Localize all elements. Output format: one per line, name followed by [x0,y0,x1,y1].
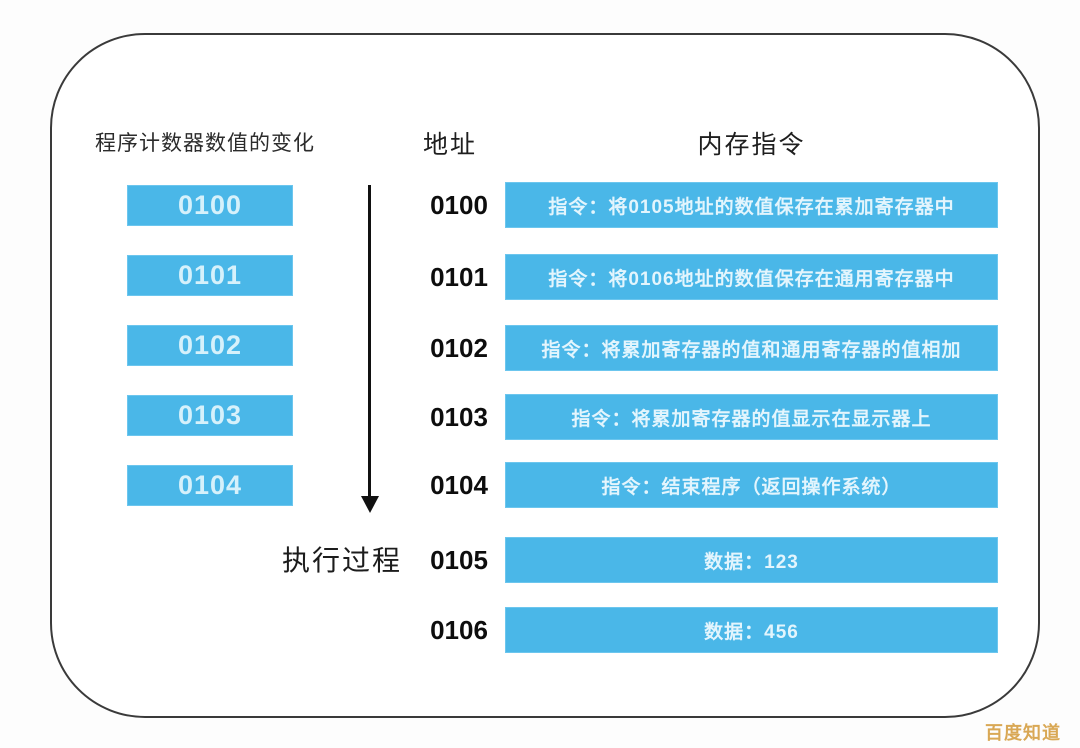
program-counter-title: 程序计数器数值的变化 [95,132,315,155]
program-counter-box: 0101 [127,255,293,296]
memory-row: 0102 指令：将累加寄存器的值和通用寄存器的值相加 [413,325,998,371]
memory-cell: 指令：将0106地址的数值保存在通用寄存器中 [505,254,998,300]
memory-cell-text: 数据：456 [704,621,799,643]
program-counter-box: 0104 [127,465,293,506]
memory-cell: 数据：456 [505,607,998,653]
program-counter-value: 0103 [177,400,243,430]
program-counter-box: 0103 [127,395,293,436]
memory-cell: 数据：123 [505,537,998,583]
address-column-header: 地址 [423,131,478,159]
arrow-head-icon [361,496,379,513]
program-counter-value: 0104 [177,470,243,500]
program-counter-box: 0100 [127,185,293,226]
memory-cell: 指令：将累加寄存器的值显示在显示器上 [505,394,998,440]
arrow-line [368,185,371,498]
memory-address-label: 0106 [430,614,488,645]
memory-cell: 指令：将累加寄存器的值和通用寄存器的值相加 [505,325,998,371]
program-counter-value: 0100 [177,190,243,220]
memory-row: 0100 指令：将0105地址的数值保存在累加寄存器中 [413,182,998,228]
memory-row: 0104 指令：结束程序（返回操作系统） [413,462,998,508]
program-counter-value: 0102 [177,330,243,360]
memory-cell-text: 指令：将累加寄存器的值和通用寄存器的值相加 [541,339,962,361]
memory-cell: 指令：结束程序（返回操作系统） [505,462,998,508]
memory-cell-text: 指令：将0106地址的数值保存在通用寄存器中 [548,268,955,290]
baidu-zhidao-watermark: 百度知道 [985,723,1061,743]
memory-cell-text: 指令：将0105地址的数值保存在累加寄存器中 [548,196,955,218]
memory-address-label: 0105 [430,544,488,575]
memory-row: 0106 数据：456 [413,607,998,653]
memory-address-label: 0100 [430,189,488,220]
memory-row: 0101 指令：将0106地址的数值保存在通用寄存器中 [413,254,998,300]
memory-row: 0105 数据：123 [413,537,998,583]
memory-address-label: 0103 [430,401,488,432]
memory-row: 0103 指令：将累加寄存器的值显示在显示器上 [413,394,998,440]
execution-flow-arrow-icon [360,185,380,513]
program-counter-box: 0102 [127,325,293,366]
memory-address-label: 0101 [430,261,488,292]
memory-cell-text: 指令：将累加寄存器的值显示在显示器上 [571,408,932,430]
memory-cell-text: 数据：123 [704,551,799,573]
execution-process-label: 执行过程 [282,545,403,576]
program-counter-value: 0101 [177,260,243,290]
memory-cell: 指令：将0105地址的数值保存在累加寄存器中 [505,182,998,228]
memory-cell-text: 指令：结束程序（返回操作系统） [601,476,902,498]
memory-address-label: 0102 [430,332,488,363]
instruction-column-header: 内存指令 [697,131,806,159]
diagram-border-frame [50,33,1040,718]
memory-address-label: 0104 [430,469,488,500]
